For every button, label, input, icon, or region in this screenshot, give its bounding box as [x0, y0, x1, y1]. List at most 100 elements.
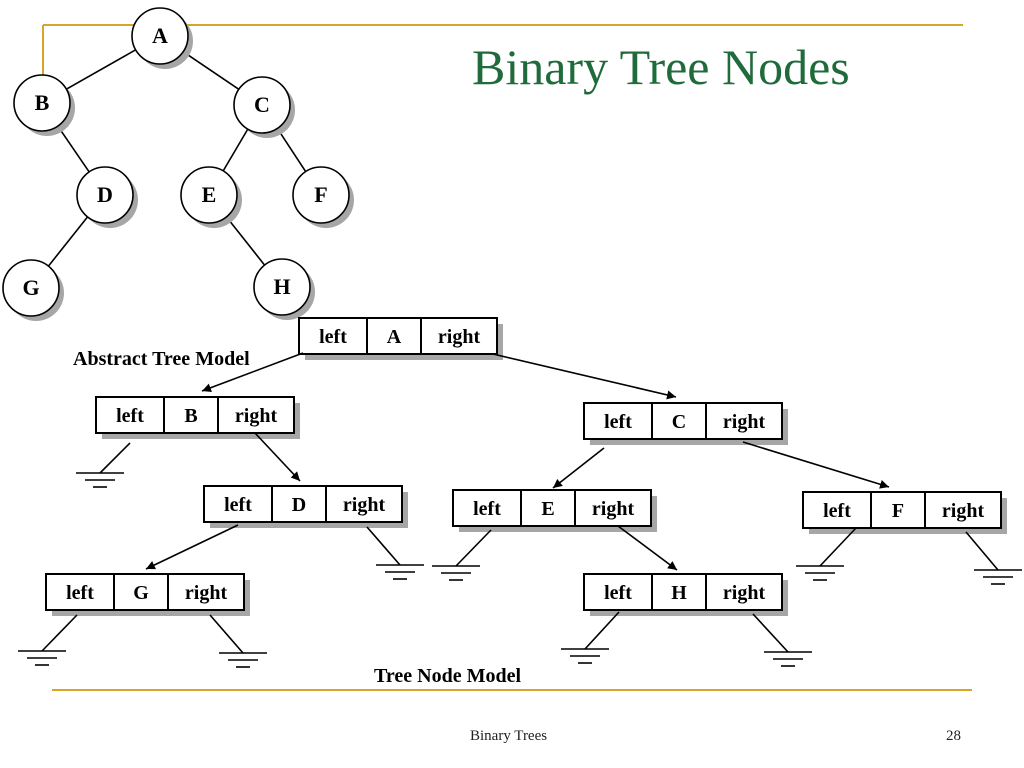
- tree-node-f: F: [292, 166, 354, 228]
- tree-node-circle: [292, 166, 350, 224]
- tree-node-label: A: [152, 23, 168, 48]
- node-box-frame: [203, 485, 403, 523]
- tree-node-e: E: [180, 166, 242, 228]
- tree-node-circle: [76, 166, 134, 224]
- null-pointer-line: [99, 442, 131, 474]
- tree-node-a: A: [131, 7, 193, 69]
- tree-edge-e-h: [225, 216, 266, 266]
- null-pointer-line: [965, 531, 999, 571]
- null-ground-f-left: [796, 527, 857, 581]
- node-left-field: left: [604, 582, 632, 604]
- node-right-field: right: [343, 494, 386, 516]
- node-box-frame: [95, 396, 295, 434]
- node-value-field: G: [133, 582, 149, 604]
- footer-label: Binary Trees: [470, 728, 548, 744]
- tree-node-caption: Tree Node Model: [374, 665, 522, 687]
- node-left-field: left: [473, 498, 501, 520]
- null-pointer-line: [41, 614, 78, 652]
- node-value-field: B: [184, 405, 197, 427]
- node-value-field: E: [541, 498, 554, 520]
- node-box-frame: [298, 317, 498, 355]
- node-value-field: H: [671, 582, 687, 604]
- null-pointers: [18, 442, 1022, 668]
- pointer-arrow-c-left-to-e: [552, 447, 605, 489]
- node-box-frame: [45, 573, 245, 611]
- null-pointer-line: [455, 529, 492, 567]
- tree-node-circle: [253, 258, 311, 316]
- tree-node-circle: [13, 74, 71, 132]
- tree-node-label: G: [22, 275, 39, 300]
- node-right-field: right: [592, 498, 635, 520]
- null-pointer-line: [752, 613, 789, 653]
- node-left-field: left: [116, 405, 144, 427]
- node-right-field: right: [723, 582, 766, 604]
- null-ground-d-right: [366, 526, 424, 580]
- tree-node-circle: [131, 7, 189, 65]
- node-left-field: left: [604, 411, 632, 433]
- tree-node-circle: [233, 76, 291, 134]
- node-right-field: right: [942, 500, 985, 522]
- node-box-frame: [452, 489, 652, 527]
- tree-edge-a-b: [65, 49, 137, 90]
- pointer-arrow-d-left-to-g: [145, 524, 239, 570]
- null-ground-g-right: [209, 614, 267, 668]
- null-ground-h-right: [752, 613, 812, 667]
- null-ground-f-right: [965, 531, 1022, 585]
- tree-node-label: H: [273, 274, 290, 299]
- tree-edge-c-f: [276, 127, 307, 173]
- node-box-frame: [802, 491, 1002, 529]
- null-ground-e-left: [432, 529, 492, 581]
- tree-edge-b-d: [57, 125, 90, 173]
- node-right-field: right: [235, 405, 278, 427]
- node-left-field: left: [66, 582, 94, 604]
- tree-node-h: H: [253, 258, 315, 320]
- node-left-field: left: [319, 326, 347, 348]
- node-right-field: right: [723, 411, 766, 433]
- node-box-frame: [583, 402, 783, 440]
- null-ground-h-left: [561, 611, 620, 664]
- pointer-arrow-b-right-to-d: [254, 432, 301, 482]
- null-pointer-line: [366, 526, 401, 566]
- node-right-field: right: [438, 326, 481, 348]
- abstract-tree-caption: Abstract Tree Model: [73, 348, 250, 370]
- tree-edges: [47, 49, 307, 267]
- node-value-field: D: [292, 494, 306, 516]
- tree-edge-a-c: [182, 51, 240, 90]
- null-pointer-line: [209, 614, 244, 654]
- tree-node-label: F: [314, 182, 327, 207]
- tree-node-label: D: [97, 182, 113, 207]
- page-number: 28: [946, 728, 961, 744]
- node-value-field: C: [672, 411, 686, 433]
- node-value-field: A: [387, 326, 402, 348]
- node-right-field: right: [185, 582, 228, 604]
- tree-node-g: G: [2, 259, 64, 321]
- node-left-field: left: [224, 494, 252, 516]
- pointer-arrow-a-left-to-b: [201, 352, 304, 393]
- tree-node-label: E: [202, 182, 217, 207]
- tree-edge-c-e: [222, 128, 249, 172]
- tree-node-circle: [180, 166, 238, 224]
- tree-node-c: C: [233, 76, 295, 138]
- node-box-frame: [583, 573, 783, 611]
- pointer-arrow-e-right-to-h: [617, 525, 678, 571]
- null-pointer-line: [819, 527, 857, 567]
- pointer-arrow-a-right-to-c: [492, 353, 677, 400]
- tree-node-label: B: [35, 90, 50, 115]
- pointer-arrows: [145, 352, 890, 571]
- abstract-tree-model: A B C D E F G H: [2, 7, 354, 321]
- tree-edge-d-g: [47, 216, 89, 267]
- null-pointer-line: [584, 611, 620, 650]
- pointer-arrow-c-right-to-f: [742, 441, 890, 489]
- slide-title: Binary Tree Nodes: [472, 39, 850, 95]
